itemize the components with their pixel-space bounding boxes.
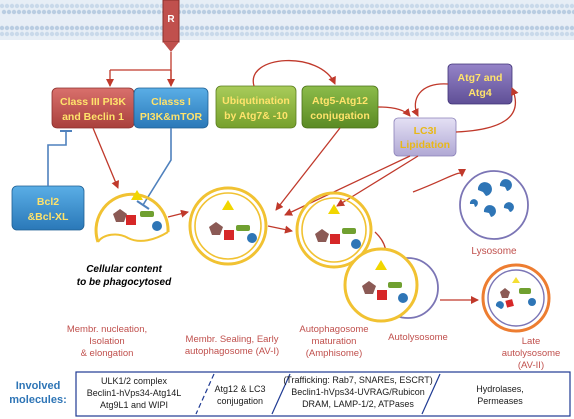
pentagon-cargo — [362, 281, 376, 294]
box-bcl2: Bcl2 &Bcl-XL — [11, 185, 85, 231]
cellular-content-line1: Cellular content — [86, 264, 162, 275]
box-atg7-atg4: Atg7 and Atg4 — [447, 63, 513, 105]
lc3-tag — [388, 282, 402, 288]
pentagon-cargo — [113, 209, 127, 222]
box-lc3-lipidation: LC3I Lipidation — [393, 117, 457, 157]
involved-molecules-heading: Involved molecules: — [9, 380, 66, 406]
inhibition-lines — [47, 128, 172, 210]
square-cargo — [377, 290, 387, 300]
receptor-label: R — [167, 14, 175, 25]
triangle-cargo — [222, 200, 234, 210]
late-autolysosome — [481, 263, 551, 333]
cellular-content-line2: to be phagocytosed — [77, 277, 172, 288]
box-ubiquitination: Ubiqutination by Atg7& -10 — [215, 85, 297, 129]
stage-3-line2: maturation — [312, 336, 357, 347]
square-cargo — [126, 215, 136, 225]
stage-4-line1: Autolysosome — [388, 332, 448, 343]
receptor: R — [162, 0, 180, 52]
stage-1-line2: Isolation — [89, 336, 124, 347]
stage-5-line3: (AV-II) — [518, 360, 544, 371]
lc3-tag — [236, 225, 250, 231]
stage-3-line3: (Amphisome) — [306, 348, 363, 359]
class3-line1: Class III PI3K — [60, 96, 126, 108]
lc3-line1: LC3I — [414, 125, 437, 137]
atg7-line1: Atg7 and — [458, 72, 503, 84]
lc3-line2: Lipidation — [400, 139, 450, 151]
molecules-table: ULK1/2 complex Beclin1-hVps34-Atg14L Atg… — [75, 371, 571, 417]
triangle-cargo — [131, 190, 143, 200]
circle-cargo — [351, 239, 361, 249]
class1-line2: PI3K&mTOR — [140, 111, 203, 123]
circle-cargo — [398, 293, 408, 303]
molecules-3-line1: (Trafficking: Rab7, SNAREs, ESCRT) — [283, 375, 432, 385]
receptor-arrows — [106, 52, 175, 87]
involved-line2: molecules: — [9, 394, 66, 406]
amphisome — [295, 191, 373, 269]
class3-line2: and Beclin 1 — [62, 111, 124, 123]
lc3-tag — [140, 211, 154, 217]
circle-cargo — [152, 221, 162, 231]
molecules-4-line2: Permeases — [477, 396, 523, 406]
stage-1-line3: & elongation — [81, 348, 134, 359]
triangle-cargo — [328, 204, 340, 214]
involved-line1: Involved — [16, 380, 61, 392]
circle-cargo — [247, 233, 257, 243]
box-class1-pi3k-mtor: Classs I PI3K&mTOR — [133, 87, 209, 129]
autolysosome — [343, 247, 439, 323]
atg5-line1: Atg5-Atg12 — [312, 95, 368, 107]
molecules-3-line3: DRAM, LAMP-1/2, ATPases — [302, 399, 414, 409]
molecules-1-line3: Atg9L1 and WIPI — [100, 400, 168, 410]
stage-5-line2: autolysosome — [502, 348, 561, 359]
ubiq-line2: by Atg7& -10 — [224, 110, 288, 122]
cell-membrane — [0, 0, 574, 40]
lysosome: Lysosome — [459, 170, 529, 257]
molecules-4-line1: Hydrolases, — [476, 384, 524, 394]
atg5-line2: conjugation — [310, 110, 370, 122]
square-cargo — [224, 230, 234, 240]
ubiq-line1: Ubiqutination — [222, 95, 290, 107]
cellular-content-label: Cellular content to be phagocytosed — [77, 264, 172, 288]
pentagon-cargo — [209, 222, 223, 235]
early-autophagosome — [188, 186, 268, 266]
molecules-2-line2: conjugation — [217, 396, 263, 406]
molecules-1-line2: Beclin1-hVps34-Atg14L — [87, 388, 182, 398]
molecules-3-line2: Beclin1-hVps34-UVRAG/Rubicon — [291, 387, 425, 397]
pentagon-cargo — [315, 229, 329, 242]
stage-2-line2: autophagosome (AV-I) — [185, 346, 279, 357]
phagophore — [94, 190, 170, 243]
stage-3-line1: Autophagosome — [299, 324, 368, 335]
stage-5-line1: Late — [522, 336, 541, 347]
class1-line1: Classs I — [151, 96, 191, 108]
stage-1-line1: Membr. nucleation, — [67, 324, 147, 335]
stage-2-line1: Membr. Sealing, Early — [186, 334, 279, 345]
bcl2-line2: &Bcl-XL — [28, 211, 69, 223]
bcl2-line1: Bcl2 — [37, 196, 59, 208]
box-class3-pi3k: Class III PI3K and Beclin 1 — [51, 87, 135, 129]
molecules-1-line1: ULK1/2 complex — [101, 376, 168, 386]
box-atg5-atg12: Atg5-Atg12 conjugation — [301, 85, 379, 129]
molecules-2-line1: Atg12 & LC3 — [214, 384, 265, 394]
square-cargo — [330, 234, 340, 244]
atg7-line2: Atg4 — [468, 87, 491, 99]
lc3-tag — [342, 228, 356, 234]
triangle-cargo — [375, 260, 387, 270]
lysosome-label: Lysosome — [471, 246, 517, 257]
stage-labels: Membr. nucleation, Isolation & elongatio… — [67, 324, 560, 371]
